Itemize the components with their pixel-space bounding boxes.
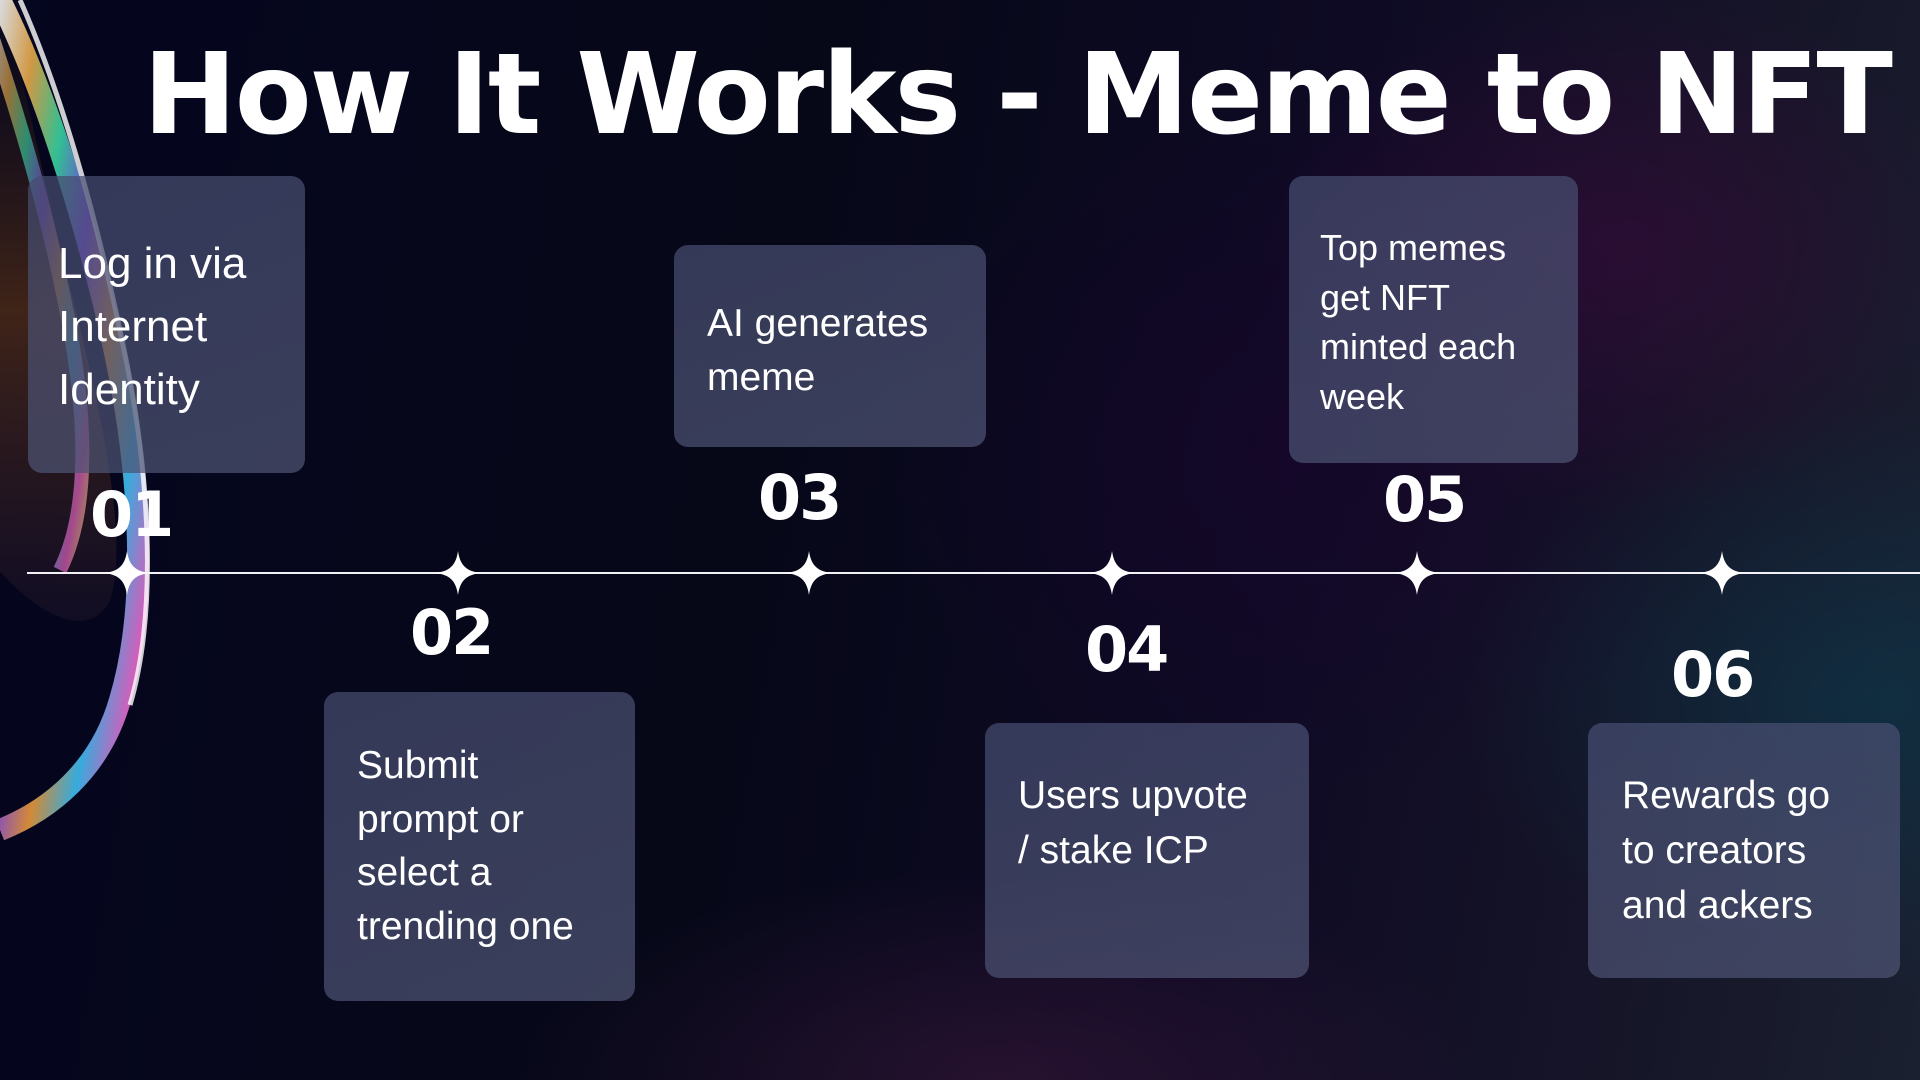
step-card-05: Top memes get NFT minted each week — [1289, 176, 1578, 463]
step-card-04: Users upvote / stake ICP — [985, 723, 1309, 978]
step-text-06: Rewards go to creators and ackers — [1622, 774, 1831, 927]
step-card-06: Rewards go to creators and ackers — [1588, 723, 1900, 978]
step-text-02: Submit prompt or select a trending one — [357, 744, 574, 948]
step-card-01: Log in via Internet Identity — [28, 176, 305, 473]
four-point-star-icon — [1090, 551, 1134, 595]
four-point-star-icon — [1395, 551, 1439, 595]
timeline-line — [27, 572, 1920, 574]
step-text-03: AI generates meme — [707, 302, 929, 399]
four-point-star-icon — [436, 551, 480, 595]
step-number-04: 04 — [1085, 613, 1169, 686]
four-point-star-icon — [105, 551, 149, 595]
step-number-02: 02 — [410, 596, 494, 669]
four-point-star-icon — [1700, 551, 1744, 595]
step-card-03: AI generates meme — [674, 245, 986, 447]
step-number-01: 01 — [90, 478, 174, 551]
step-text-05: Top memes get NFT minted each week — [1320, 227, 1517, 417]
step-number-03: 03 — [758, 461, 842, 534]
step-number-05: 05 — [1383, 463, 1467, 536]
step-text-04: Users upvote / stake ICP — [1018, 774, 1248, 872]
step-number-06: 06 — [1671, 638, 1755, 711]
slide-title: How It Works - Meme to NFT — [143, 30, 1893, 160]
step-card-02: Submit prompt or select a trending one — [324, 692, 635, 1001]
step-text-01: Log in via Internet Identity — [58, 239, 247, 414]
four-point-star-icon — [787, 551, 831, 595]
